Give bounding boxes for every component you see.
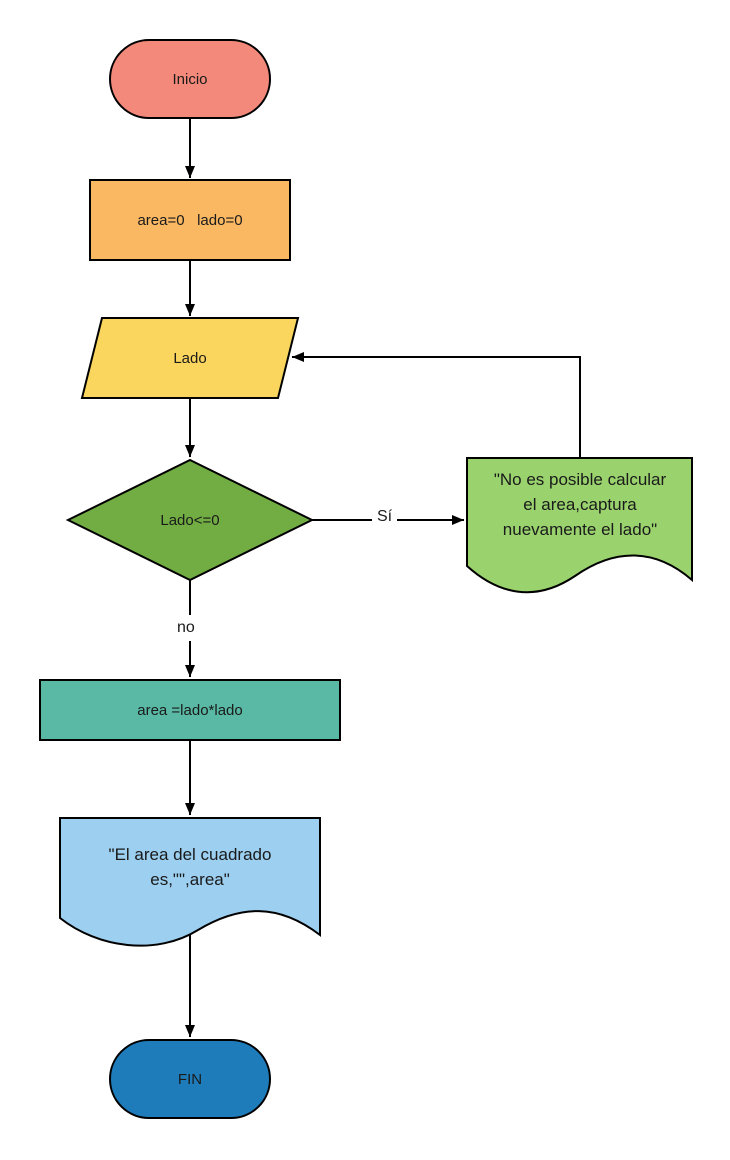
error-line-3: nuevamente el lado": [502, 520, 658, 539]
output-line-2: es,"",area": [150, 870, 230, 889]
compute-process-shape: [39, 679, 341, 741]
error-line-1: "No es posible calcular: [493, 470, 667, 489]
end-terminator-shape: [109, 1039, 271, 1119]
end-label: FIN: [177, 1070, 203, 1088]
start-label: Inicio: [172, 70, 208, 88]
input-parallelogram-shape: [80, 317, 300, 399]
edge-error-loop-to-input: [292, 352, 581, 458]
error-document-text: "No es posible calcular el area,captura …: [470, 467, 690, 542]
output-document-text: "El area del cuadrado es,"",area": [70, 842, 310, 892]
error-document-shape: [466, 457, 693, 594]
edge-label-yes: Sí: [372, 505, 398, 529]
decision-label: Lado<=0: [160, 511, 220, 529]
init-process-shape: [89, 179, 291, 261]
decision-diamond-shape: [65, 458, 315, 582]
start-terminator-shape: [109, 39, 271, 119]
compute-label: area =lado*lado: [137, 701, 243, 719]
input-label: Lado: [173, 349, 207, 367]
edge-label-no: no: [172, 615, 200, 641]
output-document-shape: [59, 817, 321, 947]
output-line-1: "El area del cuadrado: [108, 845, 272, 864]
init-label: area=0 lado=0: [137, 211, 243, 229]
error-line-2: el area,captura: [523, 495, 637, 514]
